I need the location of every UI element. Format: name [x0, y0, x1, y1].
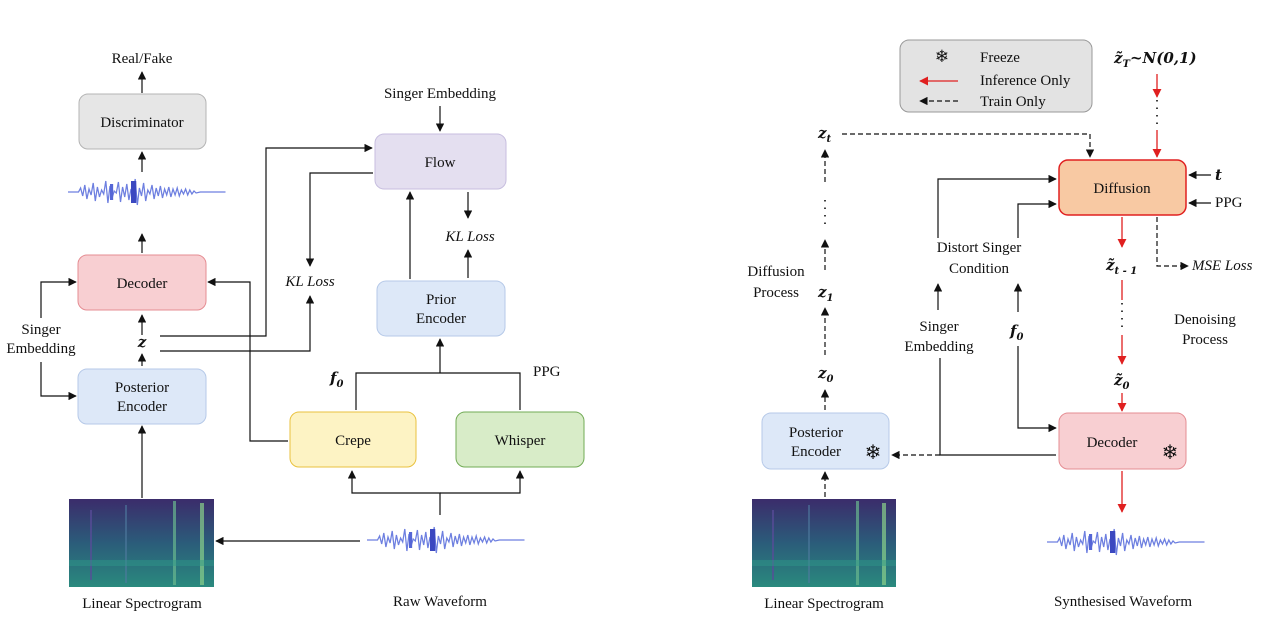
right-spectrogram-image	[752, 499, 896, 587]
left-diagram: Real/Fake Discriminator Decoder z Poster…	[6, 51, 585, 612]
flow-label: Flow	[425, 155, 456, 171]
legend-train-label: Train Only	[980, 94, 1046, 110]
whisper-label: Whisper	[495, 433, 546, 449]
crepe-label: Crepe	[335, 433, 371, 449]
right-posterior-encoder-label-1: Posterior	[789, 425, 843, 441]
decoder-block	[77, 254, 207, 311]
prior-encoder-block	[376, 280, 506, 337]
right-posterior-encoder-block	[761, 412, 890, 470]
whisper-block	[455, 411, 585, 468]
ppg-label: PPG	[533, 364, 561, 380]
synthesised-waveform-image	[1046, 528, 1206, 556]
real-fake-label: Real/Fake	[112, 51, 173, 67]
flow-block	[374, 133, 507, 190]
z0-tilde-label: z̃0	[1113, 371, 1130, 392]
right-singer-embedding-label-1: Singer	[919, 319, 958, 335]
legend-box	[899, 39, 1093, 113]
snowflake-icon: ❄	[1162, 440, 1179, 464]
right-ppg-label: PPG	[1215, 195, 1243, 211]
linear-spectrogram-label: Linear Spectrogram	[82, 596, 202, 612]
diffusion-label: Diffusion	[1093, 181, 1151, 197]
kl-loss-mid-label: KL Loss	[284, 274, 335, 290]
posterior-encoder-label-1: Posterior	[115, 380, 169, 396]
raw-waveform-label: Raw Waveform	[393, 594, 487, 610]
snowflake-icon: ❄	[935, 47, 949, 67]
prior-encoder-label-2: Encoder	[416, 311, 466, 327]
z1-label: z1	[817, 283, 834, 304]
posterior-encoder-block	[77, 368, 207, 425]
decoder-label: Decoder	[117, 276, 168, 292]
synthesised-waveform-label: Synthesised Waveform	[1054, 594, 1192, 610]
snowflake-icon: ❄	[865, 440, 882, 464]
right-singer-embedding-label-2: Embedding	[904, 339, 974, 355]
right-linear-spectrogram-label: Linear Spectrogram	[764, 596, 884, 612]
zt-noise-label: z̃T~N(0,1)	[1113, 49, 1197, 70]
zt-minus-1-label: z̃t - 1	[1105, 256, 1137, 277]
singer-embedding-label-2: Embedding	[6, 341, 76, 357]
z0-label: z0	[817, 364, 834, 385]
f0-label: f0	[329, 369, 343, 390]
raw-waveform-image	[366, 526, 526, 554]
singer-embedding-label-1: Singer	[21, 322, 60, 338]
right-f0-label: f0	[1009, 322, 1023, 343]
right-posterior-encoder-label-2: Encoder	[791, 444, 841, 460]
diffusion-process-label-1: Diffusion	[747, 264, 805, 280]
distort-condition-label-1: Distort Singer	[937, 240, 1022, 256]
discriminator-label: Discriminator	[100, 115, 183, 131]
spectrogram-image	[69, 499, 214, 587]
denoising-process-label-1: Denoising	[1174, 312, 1236, 328]
denoising-process-label-2: Process	[1182, 332, 1228, 348]
right-diagram: ❄ Freeze Inference Only Train Only z̃T~N…	[747, 39, 1253, 612]
legend-freeze-label: Freeze	[980, 50, 1020, 66]
legend-inference-label: Inference Only	[980, 73, 1071, 89]
diffusion-block	[1058, 159, 1187, 216]
right-decoder-label: Decoder	[1087, 435, 1138, 451]
distort-condition-label-2: Condition	[949, 261, 1010, 277]
flow-singer-embedding-label: Singer Embedding	[384, 86, 497, 102]
mse-loss-label: MSE Loss	[1191, 258, 1253, 274]
generated-waveform-image	[67, 178, 227, 206]
prior-encoder-label-1: Prior	[426, 292, 456, 308]
timestep-label: t	[1215, 166, 1222, 184]
zt-label: zt	[817, 124, 832, 145]
z-latent-label: z	[137, 333, 147, 351]
kl-loss-right-label: KL Loss	[444, 229, 495, 245]
diffusion-process-label-2: Process	[753, 285, 799, 301]
crepe-block	[289, 411, 417, 468]
discriminator-block	[78, 93, 207, 150]
posterior-encoder-label-2: Encoder	[117, 399, 167, 415]
right-decoder-block	[1058, 412, 1187, 470]
